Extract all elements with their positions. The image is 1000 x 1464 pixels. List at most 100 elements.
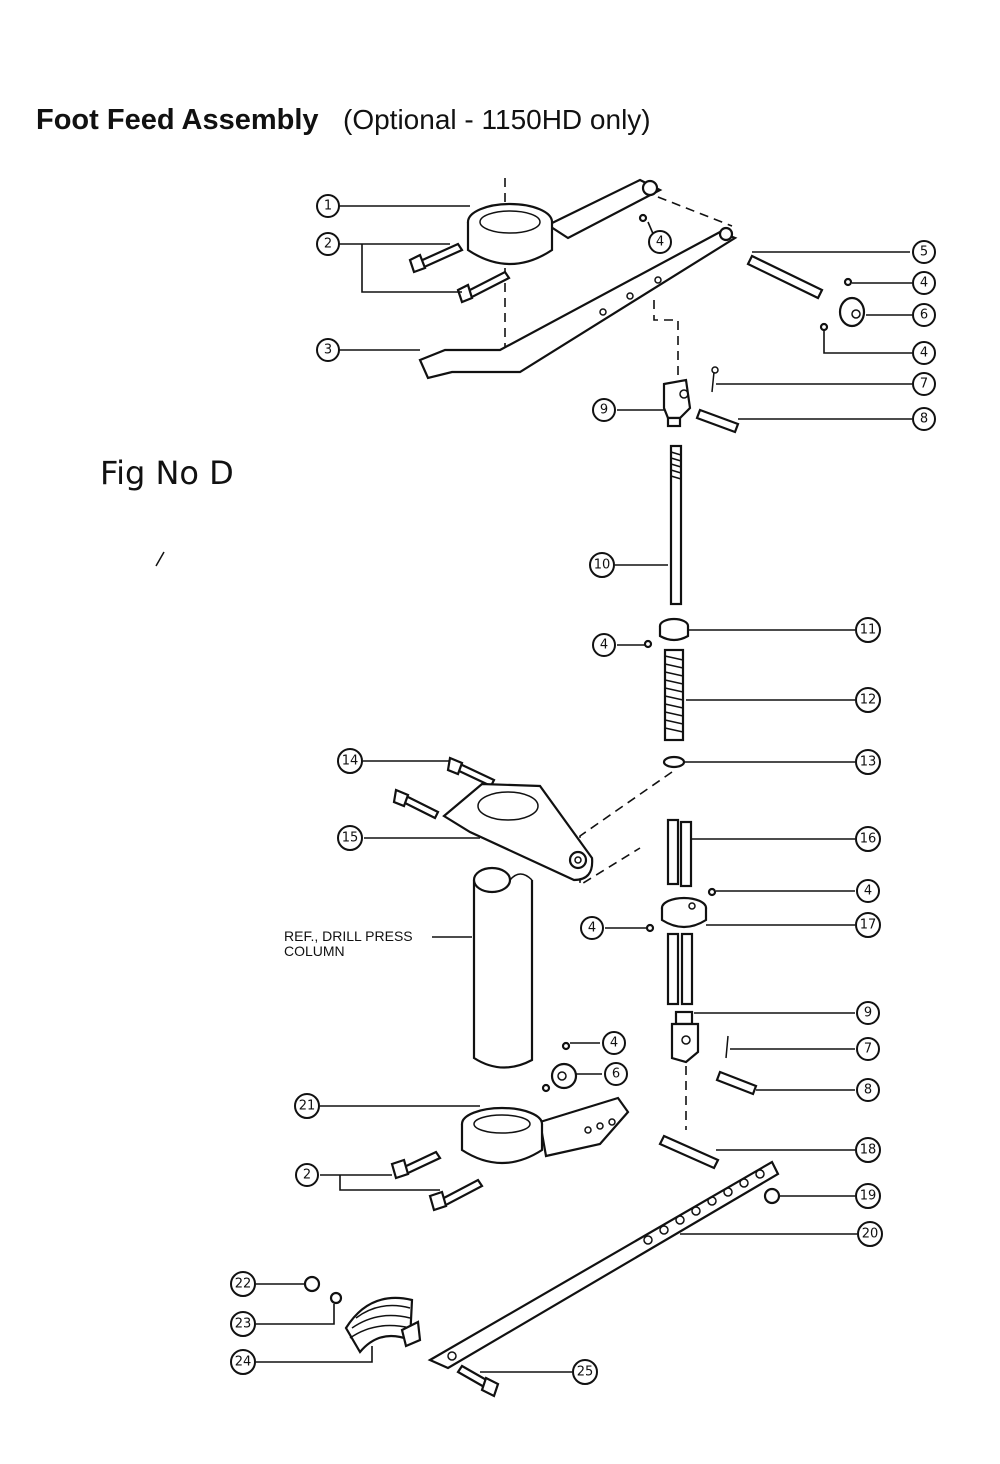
callout-9: 9 (592, 398, 616, 422)
parts-drawing (155, 178, 866, 1398)
svg-text:6: 6 (612, 1067, 620, 1082)
svg-text:11: 11 (860, 623, 877, 638)
svg-text:2: 2 (324, 237, 332, 252)
svg-text:23: 23 (235, 1317, 252, 1332)
svg-text:4: 4 (588, 921, 596, 936)
part-collar-6 (838, 296, 866, 328)
callout-8: 8 (856, 1078, 880, 1102)
mid-connector-dash (579, 771, 673, 887)
callout-8: 8 (912, 407, 936, 431)
svg-text:13: 13 (860, 755, 877, 770)
callout-1: 1 (316, 194, 340, 218)
part-bracket-15 (442, 782, 594, 882)
callout-13: 13 (855, 749, 881, 775)
svg-text:25: 25 (577, 1365, 594, 1380)
cotter-pin-lower (725, 1035, 729, 1059)
callout-4: 4 (912, 341, 936, 365)
svg-text:7: 7 (920, 377, 928, 392)
callout-3: 3 (316, 338, 340, 362)
part-turnbuckle-rods-lower (666, 932, 694, 1006)
callout-24: 24 (230, 1349, 256, 1375)
part-rod (669, 444, 683, 606)
callout-18: 18 (855, 1137, 881, 1163)
svg-text:7: 7 (864, 1042, 872, 1057)
svg-text:1: 1 (324, 199, 332, 214)
part-clevis-lower (670, 1010, 700, 1064)
callout-12: 12 (855, 687, 881, 713)
part-nut-19 (763, 1187, 781, 1205)
set-screw (819, 322, 829, 332)
part-nut-22 (303, 1275, 321, 1293)
svg-text:9: 9 (864, 1006, 872, 1021)
set-screw (643, 639, 653, 649)
reference-label-line2: COLUMN (284, 943, 345, 959)
svg-text:9: 9 (600, 403, 608, 418)
svg-text:14: 14 (342, 754, 359, 769)
callout-20: 20 (857, 1221, 883, 1247)
svg-text:4: 4 (864, 884, 872, 899)
part-lever (418, 226, 738, 380)
part-washer-23 (329, 1291, 343, 1305)
callout-21: 21 (294, 1093, 320, 1119)
callout-7: 7 (856, 1037, 880, 1061)
callout-2: 2 (316, 232, 340, 256)
callout-4: 4 (580, 916, 604, 940)
svg-text:4: 4 (610, 1036, 618, 1051)
svg-text:16: 16 (860, 832, 877, 847)
svg-text:24: 24 (235, 1355, 252, 1370)
reference-label-line1: REF., DRILL PRESS (284, 928, 413, 944)
page-title: Foot Feed Assembly (Optional - 1150HD on… (36, 104, 651, 137)
svg-text:22: 22 (235, 1277, 252, 1292)
callout-4: 4 (592, 633, 616, 657)
callout-4: 4 (912, 271, 936, 295)
cotter-pin-upper (711, 371, 715, 393)
svg-text:15: 15 (342, 831, 359, 846)
svg-text:21: 21 (299, 1099, 316, 1114)
part-foot-bar (427, 1160, 780, 1370)
part-block-17 (660, 896, 708, 929)
callout-16: 16 (855, 826, 881, 852)
svg-text:2: 2 (303, 1168, 311, 1183)
callout-10: 10 (589, 552, 615, 578)
part-bolt-25 (456, 1364, 500, 1398)
part-lower-collar (460, 1096, 630, 1165)
leader-lines (256, 205, 912, 1373)
part-spring (663, 648, 685, 742)
svg-text:8: 8 (920, 412, 928, 427)
svg-text:18: 18 (860, 1143, 877, 1158)
part-clevis-upper (662, 378, 692, 428)
set-screw (843, 277, 853, 287)
clevis-pin-lower (715, 1070, 758, 1096)
part-bolts-14 (392, 756, 496, 820)
callout-22: 22 (230, 1271, 256, 1297)
svg-text:12: 12 (860, 693, 877, 708)
callout-4: 4 (602, 1031, 626, 1055)
set-screw (561, 1041, 571, 1051)
callout-6: 6 (604, 1062, 628, 1086)
set-screw (541, 1083, 551, 1093)
part-foot-pedal (344, 1296, 422, 1354)
part-upper-collar (466, 178, 663, 266)
svg-text:17: 17 (860, 918, 877, 933)
part-bolts-upper (408, 242, 511, 304)
stray-mark (155, 551, 165, 567)
part-collar-6-lower (550, 1062, 578, 1090)
part-pin-18 (658, 1134, 720, 1170)
svg-text:4: 4 (920, 276, 928, 291)
callout-9: 9 (856, 1001, 880, 1025)
part-collar-11 (658, 617, 690, 642)
clevis-pin-upper (695, 408, 740, 434)
callout-14: 14 (337, 748, 363, 774)
set-screw (707, 887, 717, 897)
svg-text:19: 19 (860, 1189, 877, 1204)
callout-17: 17 (855, 912, 881, 938)
svg-text:5: 5 (920, 245, 928, 260)
title-main: Foot Feed Assembly (36, 104, 319, 136)
callout-23: 23 (230, 1311, 256, 1337)
svg-text:4: 4 (920, 346, 928, 361)
svg-text:8: 8 (864, 1083, 872, 1098)
part-pin-5 (746, 254, 824, 300)
drill-press-column (472, 866, 534, 1069)
callout-19: 19 (855, 1183, 881, 1209)
